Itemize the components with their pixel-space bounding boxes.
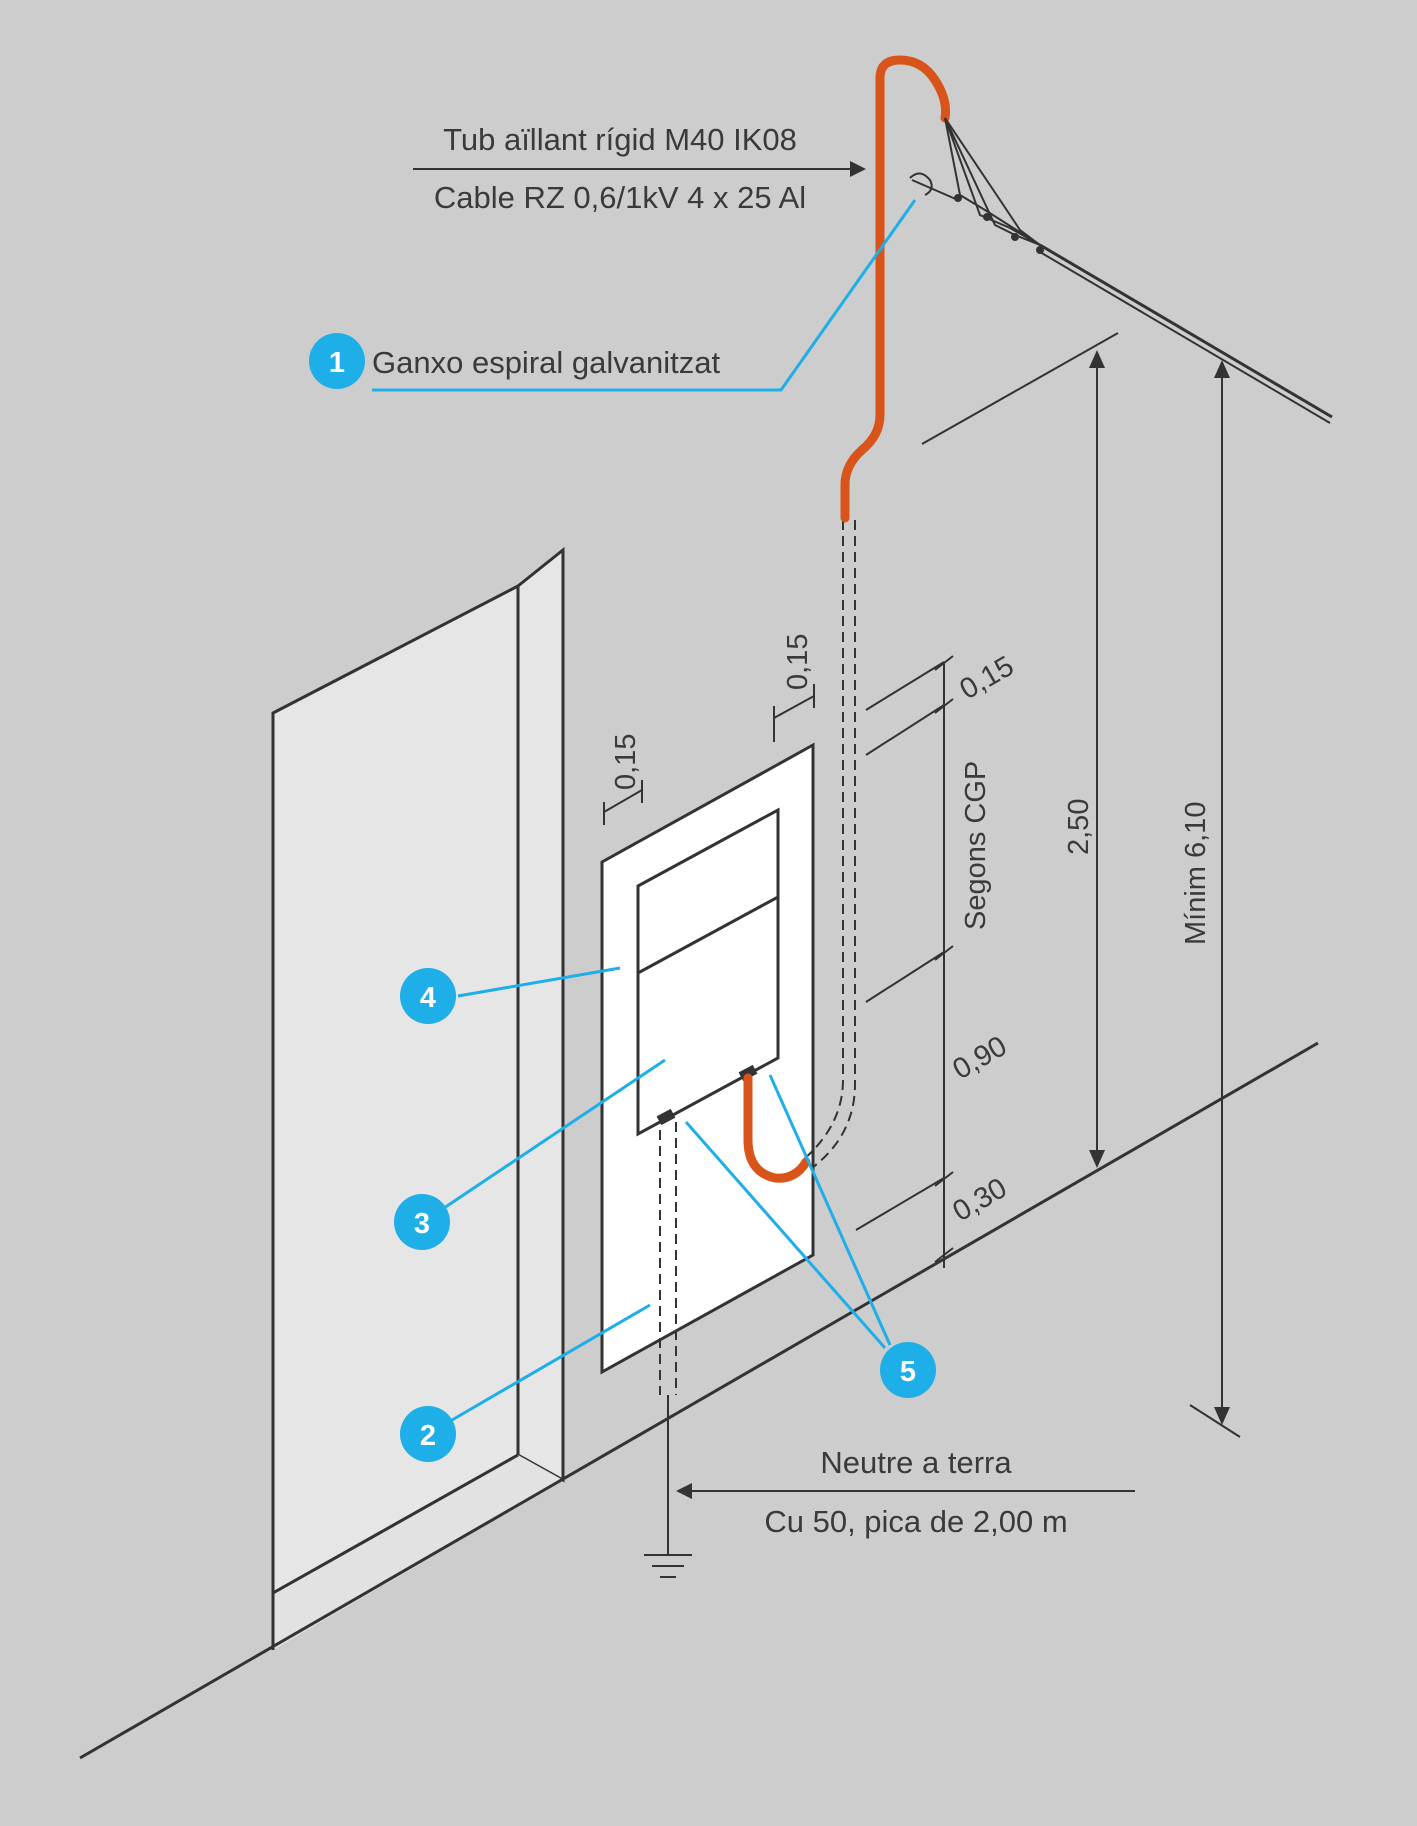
hook-text: Ganxo espiral galvanitzat <box>372 345 720 380</box>
callout-1-number: 1 <box>329 347 345 379</box>
callout-2: 2 <box>400 1303 651 1462</box>
neutral-ground-label: Neutre a terra Cu 50, pica de 2,00 m <box>676 1445 1135 1539</box>
callout-4: 4 <box>400 966 621 1024</box>
spiral-hook-shape <box>909 172 933 196</box>
callout-3: 3 <box>394 1058 666 1250</box>
callout-5-number: 5 <box>900 1356 916 1388</box>
overhead-wires <box>909 117 1333 424</box>
dim-015-left: 0,15 <box>603 734 643 825</box>
wall-pillar <box>271 546 565 1650</box>
dim-250: 2,50 <box>921 332 1119 1168</box>
callout-2-number: 2 <box>420 1420 436 1452</box>
dim-250-text: 2,50 <box>1063 799 1095 855</box>
callout-4-number: 4 <box>420 982 436 1014</box>
dim-015-b-text: 0,15 <box>782 634 814 690</box>
callout-1: 1 Ganxo espiral galvanitzat <box>309 199 917 392</box>
segons-cgp-text: Segons CGP <box>960 761 992 930</box>
tube-text: Tub aïllant rígid M40 IK08 <box>443 122 797 157</box>
ground-line <box>79 1041 1319 1760</box>
dim-minim: Mínim 6,10 <box>1180 360 1241 1438</box>
callout-5: 5 <box>684 1074 936 1398</box>
tube-cable-label: Tub aïllant rígid M40 IK08 Cable RZ 0,6/… <box>413 122 866 215</box>
ground-text: Cu 50, pica de 2,00 m <box>764 1504 1067 1539</box>
dim-chain: 0,15 Segons CGP 0,90 0,30 <box>855 650 1020 1268</box>
orange-cable-upper <box>840 55 950 523</box>
dim-090-text: 0,90 <box>948 1030 1013 1086</box>
cable-text: Cable RZ 0,6/1kV 4 x 25 Al <box>434 180 806 215</box>
dim-015-a-text: 0,15 <box>610 734 642 790</box>
callout-3-number: 3 <box>414 1208 430 1240</box>
dim-030-text: 0,30 <box>948 1172 1013 1228</box>
orange-cable-lower <box>743 1073 811 1183</box>
dim-015-right: 0,15 <box>773 634 815 742</box>
minim-text: Mínim 6,10 <box>1180 802 1212 945</box>
ground-symbol <box>644 1554 692 1578</box>
wall-conduit <box>802 520 856 1169</box>
dim-015-c-text: 0,15 <box>955 650 1020 706</box>
neutral-text: Neutre a terra <box>820 1445 1012 1480</box>
mounting-panel <box>600 742 815 1375</box>
ground-conduit <box>659 1122 677 1555</box>
